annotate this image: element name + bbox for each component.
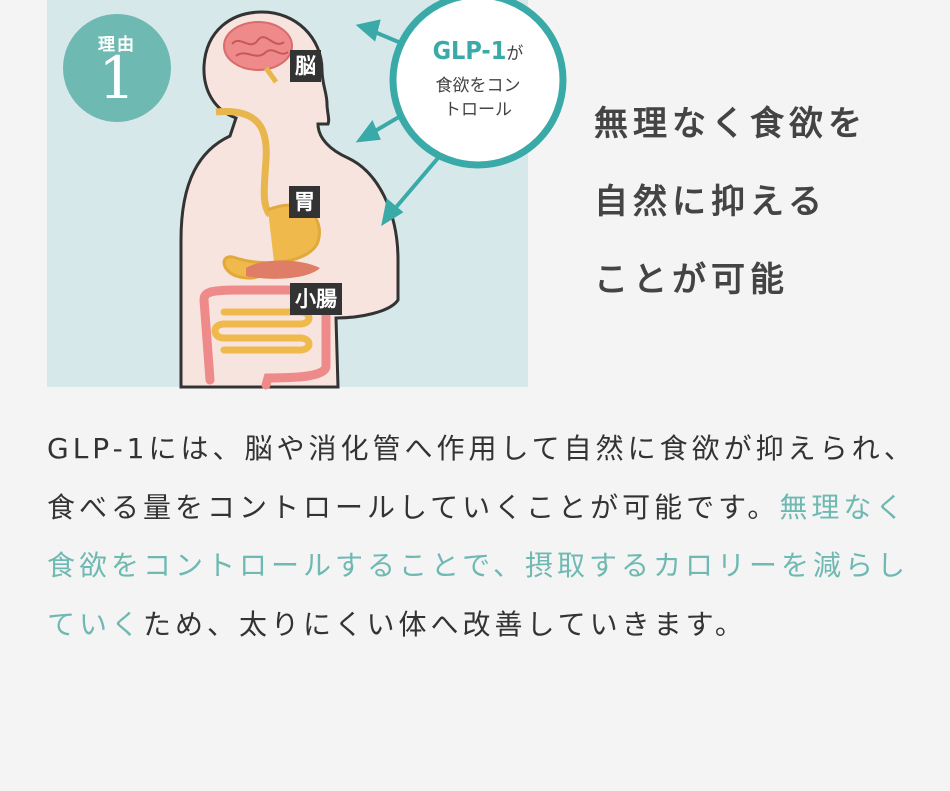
description-part-2: ため、太りにくい体へ改善していきます。 <box>143 607 747 641</box>
description-part-1: GLP-1には、脳や消化管へ作用して自然に食欲が抑えられ、食べる量をコントロール… <box>47 432 916 524</box>
body-illustration: 理由 1 脳 胃 小腸 GLP-1が 食欲をコン トロール <box>47 0 568 390</box>
callout-line-2: トロール <box>444 100 512 120</box>
stomach-label: 胃 <box>289 186 320 218</box>
intestine-label: 小腸 <box>290 283 342 315</box>
description-paragraph: GLP-1には、脳や消化管へ作用して自然に食欲が抑えられ、食べる量をコントロール… <box>47 420 917 654</box>
callout-title: GLP-1が <box>388 36 568 65</box>
headline-line-1: 無理なく食欲を <box>594 104 867 144</box>
badge-label: 理由 <box>98 35 136 55</box>
callout-line-1: 食欲をコン <box>435 76 521 96</box>
callout-text: GLP-1が 食欲をコン トロール <box>388 0 568 165</box>
callout-body: 食欲をコン トロール <box>388 74 568 122</box>
callout-glp: GLP-1 <box>432 36 507 65</box>
reason-badge: 理由 1 <box>63 14 171 122</box>
brain-label: 脳 <box>290 50 321 82</box>
callout-suffix: が <box>506 44 524 64</box>
headline: 無理なく食欲を 自然に抑える ことが可能 <box>594 85 934 319</box>
badge-number: 1 <box>98 44 136 112</box>
headline-line-3: ことが可能 <box>594 260 789 300</box>
brain-icon <box>223 21 293 84</box>
description-highlight: 無理なく食欲をコントロールすることで、摂取するカロリーを減らしていく <box>47 490 910 641</box>
headline-line-2: 自然に抑える <box>594 182 827 222</box>
callout-circle <box>389 0 567 169</box>
